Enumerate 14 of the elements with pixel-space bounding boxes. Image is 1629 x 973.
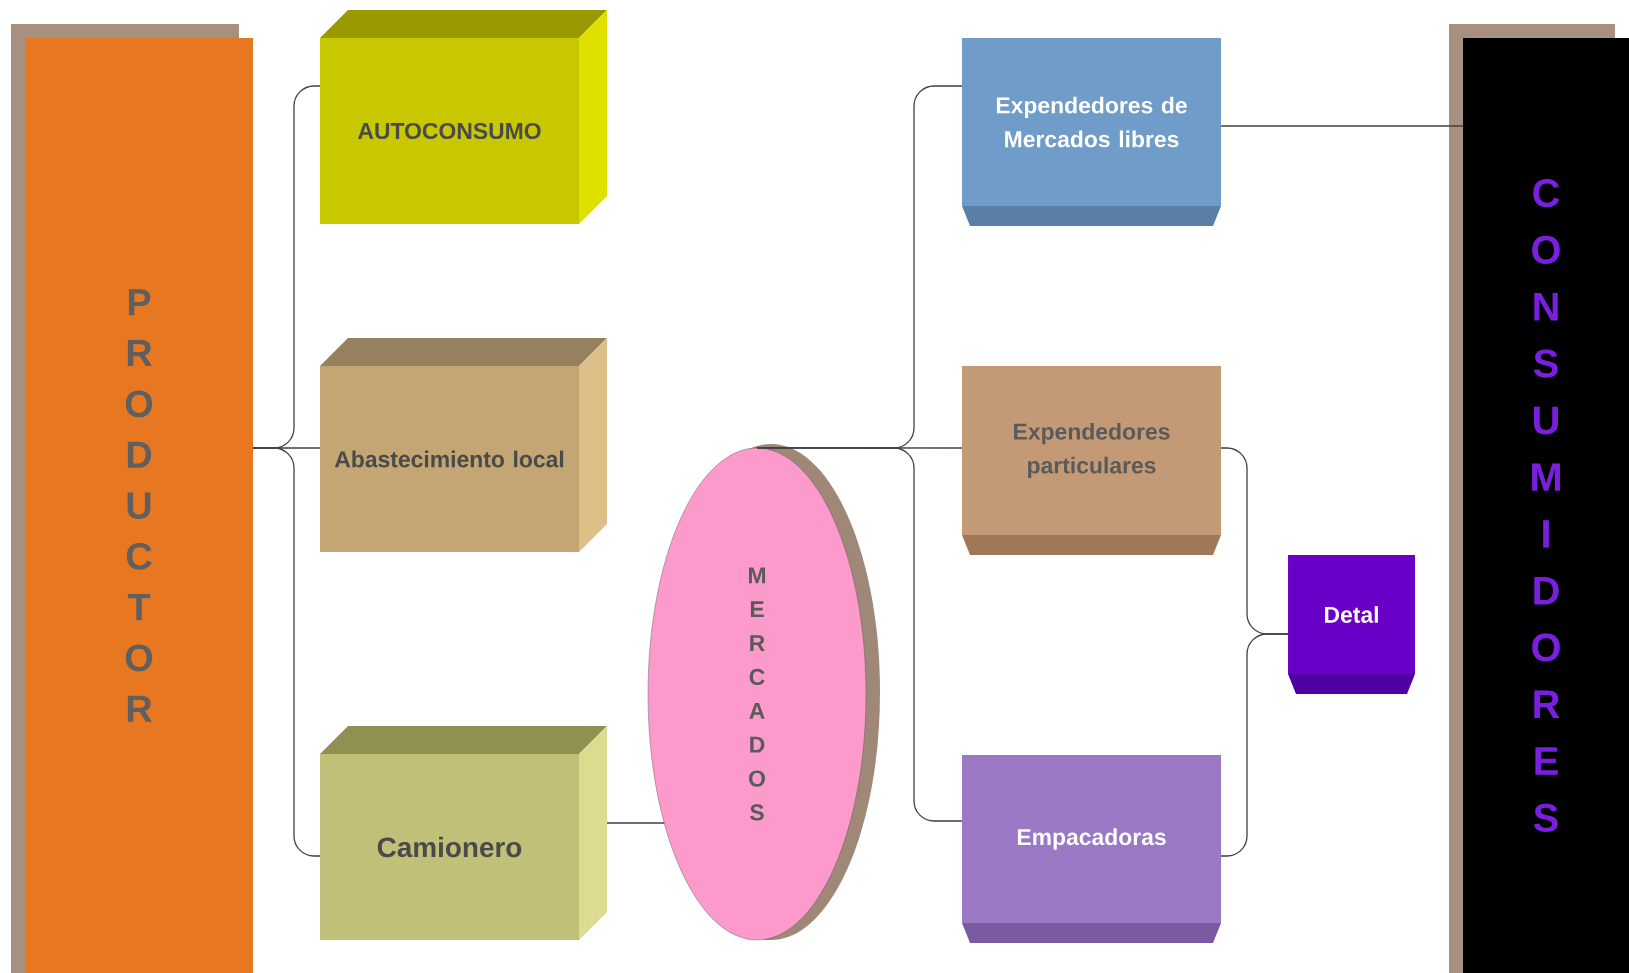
process-box: Empacadoras [962, 755, 1221, 943]
cube-box: Camionero [320, 726, 607, 940]
cube-box: AUTOCONSUMO [320, 10, 607, 224]
cube-box: Abastecimiento local [320, 338, 607, 552]
connector-line [1220, 125, 1464, 127]
connector-line [1220, 633, 1289, 857]
process-box: Expendedores particulares [962, 366, 1221, 555]
connector-line [756, 447, 963, 822]
vertical-panel: PRODUCTOR [11, 24, 253, 973]
process-box: Detal [1288, 555, 1415, 694]
connector-line [252, 447, 321, 857]
vertical-panel: CONSUMIDORES [1449, 24, 1629, 973]
process-box: Expendedores de Mercados libres [962, 38, 1221, 226]
connector-line [606, 822, 665, 824]
